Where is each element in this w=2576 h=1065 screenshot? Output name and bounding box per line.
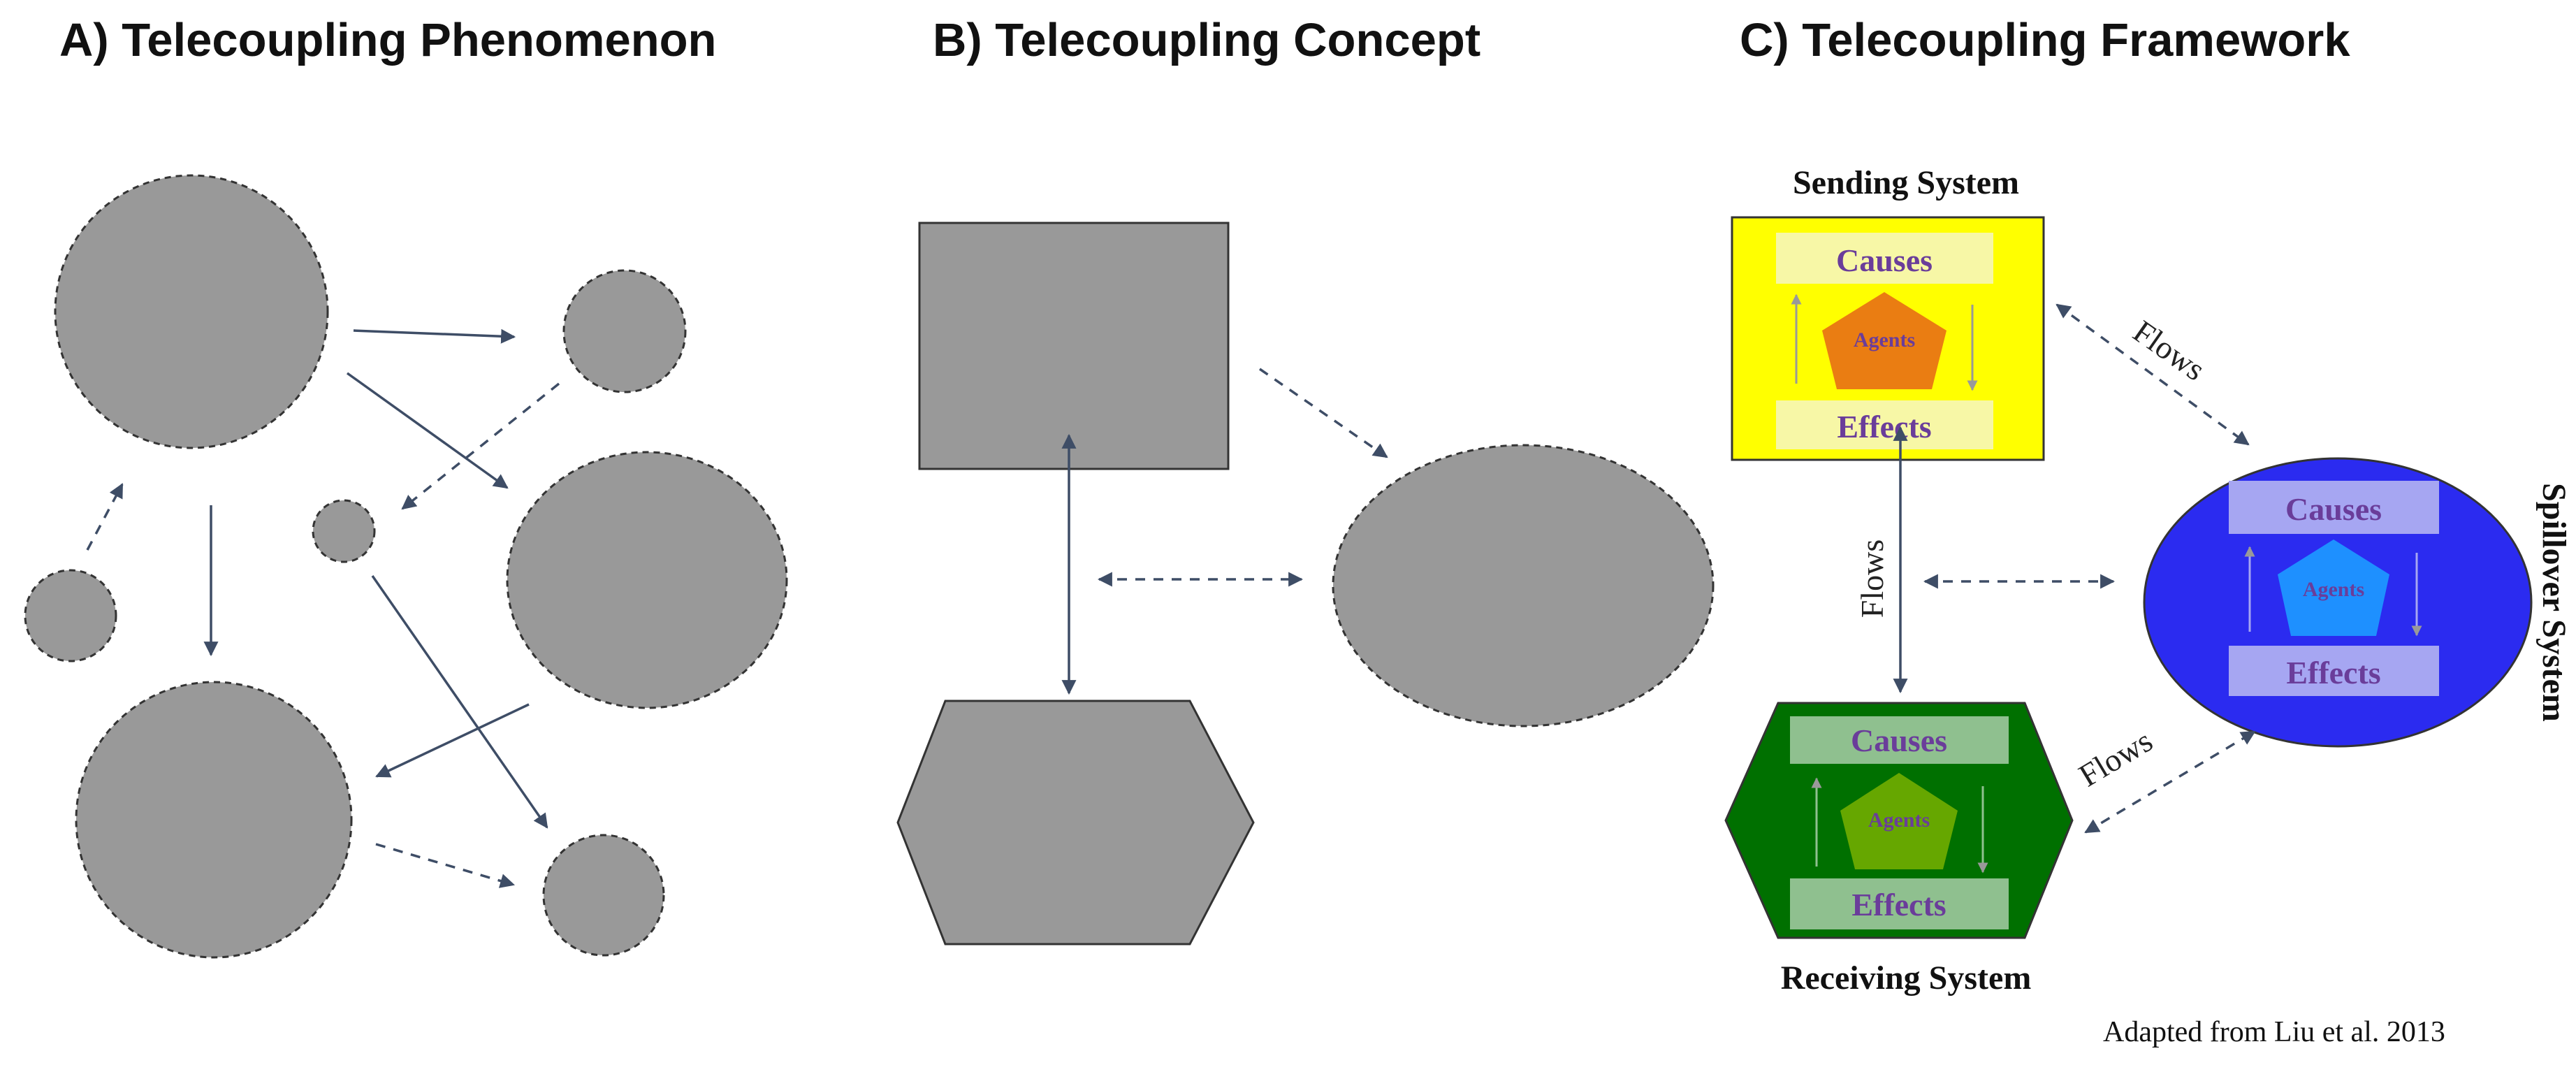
receiving-system-title: Receiving System — [1781, 959, 2032, 997]
flows-label-upper: Flows — [2127, 313, 2211, 387]
flow-arrow — [346, 372, 509, 489]
sending-system-title: Sending System — [1793, 164, 2019, 201]
flow-arrow — [353, 328, 516, 344]
panel-a-title: A) Telecoupling Phenomenon — [59, 14, 717, 66]
sending-effects-label: Effects — [1837, 409, 1931, 444]
system-circle-large-right — [506, 451, 788, 709]
concept-panel — [896, 222, 1715, 946]
sending-effects-box — [1776, 400, 1993, 449]
spillover-effects-label: Effects — [2286, 655, 2380, 690]
receiving-effects-box — [1790, 878, 2009, 929]
flow-receiving-spillover — [2084, 730, 2256, 834]
sending-agents-label: Agents — [1854, 328, 1915, 352]
system-circle-small-left — [24, 569, 117, 662]
system-circle-large-top — [54, 174, 329, 449]
concept-hexagon — [896, 700, 1255, 946]
panel-b-title: B) Telecoupling Concept — [933, 14, 1480, 66]
concept-ellipse — [1332, 444, 1715, 727]
concept-square — [918, 222, 1230, 470]
phenomenon-panel — [24, 174, 788, 959]
flow-arrow-dashed — [1259, 368, 1388, 458]
spillover-agents-pentagon — [2278, 539, 2389, 636]
system-circle-large-bottom — [75, 681, 353, 959]
spillover-system-title: Spillover System — [2535, 483, 2573, 722]
system-circle-small-top-right — [562, 269, 687, 393]
flows-label-lower: Flows — [2073, 723, 2159, 794]
framework-panel: Sending System Causes Effects Agents Cau… — [1724, 164, 2573, 997]
system-circle-small-bottom-right — [542, 834, 665, 957]
flow-arrow-dashed — [86, 483, 124, 551]
flows-label-vertical: Flows — [1854, 539, 1890, 618]
spillover-agents-label: Agents — [2303, 578, 2364, 601]
sending-causes-box — [1776, 233, 1993, 284]
spillover-effects-box — [2229, 646, 2439, 696]
flow-sending-spillover — [2055, 303, 2250, 446]
spillover-causes-label: Causes — [2285, 491, 2382, 527]
receiving-agents-label: Agents — [1868, 809, 1930, 832]
flow-arrow-dashed — [401, 382, 560, 510]
source-credit: Adapted from Liu et al. 2013 — [2103, 1016, 2445, 1048]
receiving-effects-label: Effects — [1851, 887, 1946, 922]
receiving-causes-box — [1790, 716, 2009, 764]
spillover-causes-box — [2229, 481, 2439, 534]
flow-arrow — [375, 703, 530, 778]
panel-c-title: C) Telecoupling Framework — [1740, 14, 2350, 66]
receiving-agents-pentagon — [1840, 773, 1958, 869]
system-circle-tiny-middle — [312, 499, 376, 563]
sending-causes-label: Causes — [1836, 242, 1933, 278]
flow-arrow-dashed — [375, 843, 516, 888]
sending-agents-pentagon — [1822, 292, 1946, 389]
receiving-causes-label: Causes — [1851, 723, 1947, 758]
flow-arrow — [371, 575, 548, 829]
